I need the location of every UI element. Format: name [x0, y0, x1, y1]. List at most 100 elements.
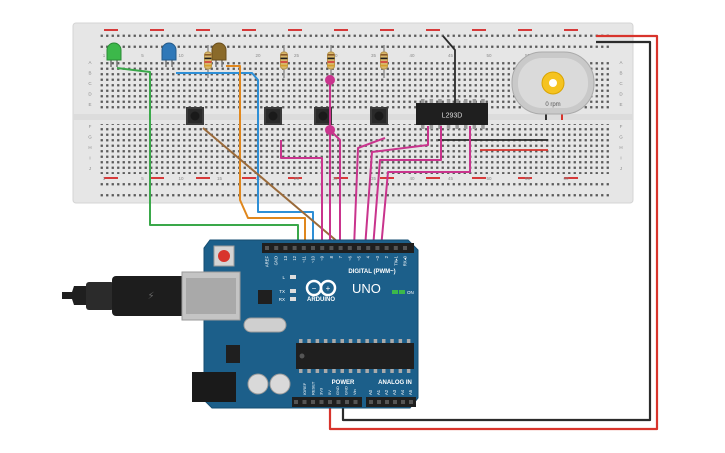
digital-pin[interactable]: [375, 246, 380, 250]
digital-pin[interactable]: [283, 246, 288, 250]
resistor[interactable]: [280, 45, 288, 78]
digital-pin-label: TX▸1: [393, 255, 398, 265]
pushbuttons[interactable]: [186, 107, 388, 125]
top-rail-row-1[interactable]: [99, 33, 609, 39]
digital-pin-label: 12: [292, 255, 297, 260]
power-pin[interactable]: [319, 400, 324, 404]
digital-pin[interactable]: [301, 246, 306, 250]
power-pin[interactable]: [294, 400, 298, 404]
top-rail-row-2[interactable]: [99, 45, 609, 51]
row-letter: F: [89, 124, 92, 129]
analog-pin[interactable]: [401, 400, 405, 404]
analog-pin-label: A2: [384, 389, 389, 395]
led-l-label: L: [282, 275, 285, 280]
wire-joint-icon: [325, 75, 335, 85]
digital-pin[interactable]: [393, 246, 398, 250]
pushbutton[interactable]: [370, 107, 388, 125]
digital-pin[interactable]: [403, 246, 407, 250]
row-letter: B: [88, 71, 91, 76]
column-number: 60: [563, 176, 569, 181]
digital-pin[interactable]: [320, 246, 325, 250]
analog-pin-label: A5: [408, 389, 413, 395]
digital-pin-label: ~3: [375, 255, 380, 260]
wire-gnd-black: [341, 40, 652, 422]
power-jack[interactable]: [192, 372, 236, 402]
capacitor-icon: [247, 373, 269, 395]
analog-header[interactable]: [366, 397, 416, 407]
analog-pin[interactable]: [393, 400, 397, 404]
led-on-label: ON: [407, 290, 414, 295]
pushbutton[interactable]: [264, 107, 282, 125]
button-cap-icon: [268, 111, 278, 121]
analog-pin[interactable]: [385, 400, 389, 404]
resistor[interactable]: [380, 45, 388, 78]
digital-pin[interactable]: [292, 246, 297, 250]
row-letter: D: [619, 92, 623, 97]
column-number: 35: [371, 53, 377, 58]
terminal-strip-bottom[interactable]: [99, 124, 609, 174]
digital-pin[interactable]: [384, 246, 389, 250]
resistor[interactable]: [327, 45, 335, 78]
power-pin[interactable]: [336, 400, 341, 404]
column-number: 45: [448, 53, 454, 58]
wire-rail-black: [442, 35, 456, 103]
l293d-chip[interactable]: L293D: [416, 99, 488, 129]
digital-pin[interactable]: [347, 246, 352, 250]
wire-orange: [226, 65, 306, 248]
pushbutton[interactable]: [186, 107, 204, 125]
analog-pin-label: A0: [368, 389, 373, 395]
power-pin[interactable]: [328, 400, 332, 404]
button-cap-icon: [190, 111, 200, 121]
led-brown[interactable]: [211, 42, 227, 67]
row-letter: G: [619, 135, 623, 140]
wire-magenta-c: [280, 140, 323, 248]
led-rx-label: RX: [279, 297, 285, 302]
analog-pin[interactable]: [369, 400, 373, 404]
power-pin[interactable]: [311, 400, 315, 404]
digital-pin-label: ~5: [357, 255, 362, 260]
digital-header[interactable]: [262, 243, 414, 253]
column-number: 5: [141, 53, 144, 58]
bottom-rail-row-2[interactable]: [99, 191, 609, 197]
row-letter: I: [89, 156, 90, 161]
power-header[interactable]: [292, 397, 362, 407]
wire-joint-icon: [325, 125, 335, 135]
column-number: 35: [371, 176, 377, 181]
breadboard[interactable]: 1155101015152020252530303535404045455050…: [72, 22, 634, 204]
analog-label: ANALOG IN: [378, 380, 412, 386]
digital-pin[interactable]: [311, 246, 315, 250]
digital-pin[interactable]: [366, 246, 371, 250]
row-letter: J: [89, 166, 91, 171]
chip-label: L293D: [442, 113, 463, 120]
digital-pin[interactable]: [329, 246, 334, 250]
digital-pin[interactable]: [338, 246, 343, 250]
column-number: 45: [448, 176, 454, 181]
arduino-logo-icon: − +: [305, 279, 337, 297]
led-blue[interactable]: [161, 42, 177, 67]
power-pin[interactable]: [302, 400, 307, 404]
reset-button-cap-icon: [218, 250, 230, 262]
analog-pin[interactable]: [409, 400, 413, 404]
bottom-rail-row-1[interactable]: [99, 182, 609, 188]
power-label: POWER: [332, 380, 355, 386]
resistors[interactable]: [204, 45, 388, 78]
power-pin-label: RESET: [310, 381, 315, 395]
digital-pin[interactable]: [274, 246, 279, 250]
power-pin-label: 5V: [327, 390, 332, 395]
digital-pin-label: RX◂0: [403, 255, 408, 266]
dc-motor[interactable]: 0 rpm: [511, 51, 595, 120]
led-green[interactable]: [106, 42, 122, 67]
rail-markers: [104, 29, 578, 179]
column-number: 40: [409, 53, 415, 58]
power-pin[interactable]: [353, 400, 358, 404]
power-pin[interactable]: [345, 400, 349, 404]
pushbutton[interactable]: [314, 107, 332, 125]
digital-pin[interactable]: [357, 246, 361, 250]
digital-pin-label: ~9: [320, 255, 325, 260]
digital-pin[interactable]: [265, 246, 269, 250]
analog-pin[interactable]: [377, 400, 381, 404]
